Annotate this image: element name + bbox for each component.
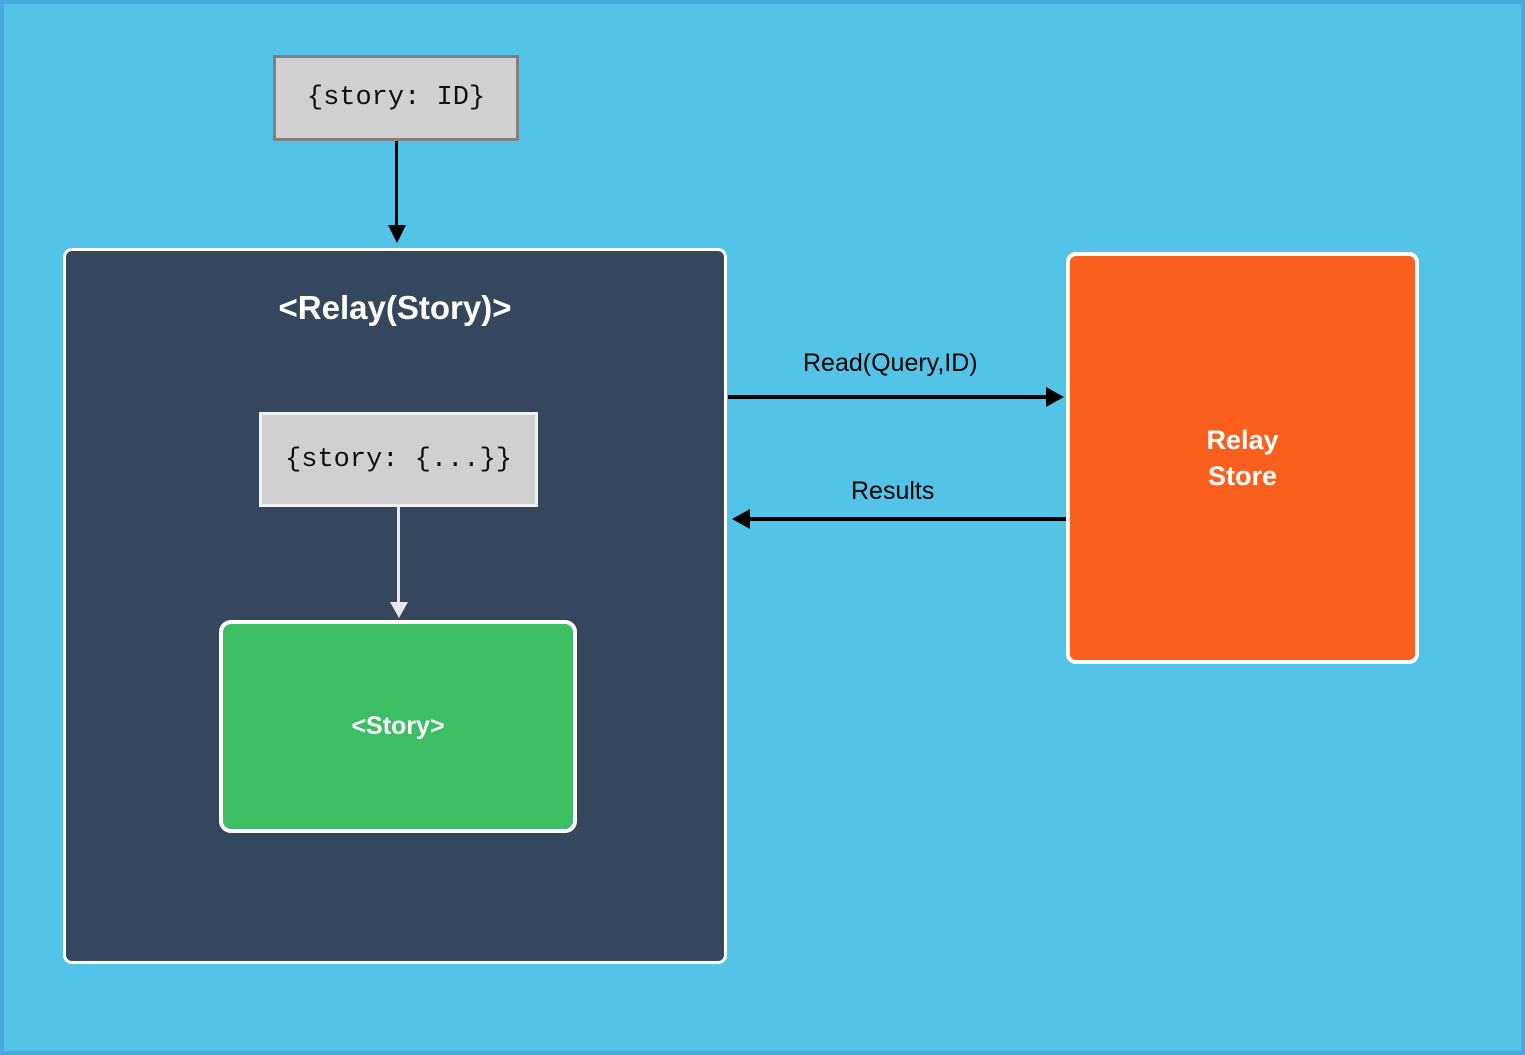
arrow-shaft bbox=[748, 517, 1066, 521]
arrow-head bbox=[387, 225, 406, 243]
node-relay-container-label: <Relay(Story)> bbox=[278, 289, 512, 326]
arrow-props-into-story bbox=[389, 507, 408, 618]
arrow-head bbox=[389, 602, 408, 618]
arrow-shaft bbox=[395, 141, 398, 229]
node-props-resolved-label: {story: {...}} bbox=[285, 444, 512, 475]
arrow-results bbox=[732, 509, 1066, 529]
node-relay-store-label: Relay Store bbox=[1206, 424, 1279, 491]
node-relay-store: Relay Store bbox=[1066, 252, 1419, 664]
node-relay-container: <Relay(Story)> {story: {...}} <Story> bbox=[63, 248, 727, 964]
arrow-read-query bbox=[728, 387, 1064, 407]
arrow-head bbox=[1046, 387, 1064, 407]
arrow-head bbox=[732, 509, 750, 529]
node-story-component: <Story> bbox=[219, 620, 577, 833]
edge-label-results: Results bbox=[851, 477, 935, 505]
arrow-shaft bbox=[728, 395, 1048, 399]
edge-label-read-query: Read(Query,ID) bbox=[803, 349, 978, 377]
node-props-input-label: {story: ID} bbox=[306, 83, 486, 113]
arrow-props-into-container bbox=[387, 141, 406, 243]
node-story-component-label: <Story> bbox=[351, 712, 445, 740]
arrow-shaft bbox=[397, 507, 400, 604]
node-props-resolved: {story: {...}} bbox=[259, 412, 538, 507]
node-props-input: {story: ID} bbox=[273, 55, 519, 141]
